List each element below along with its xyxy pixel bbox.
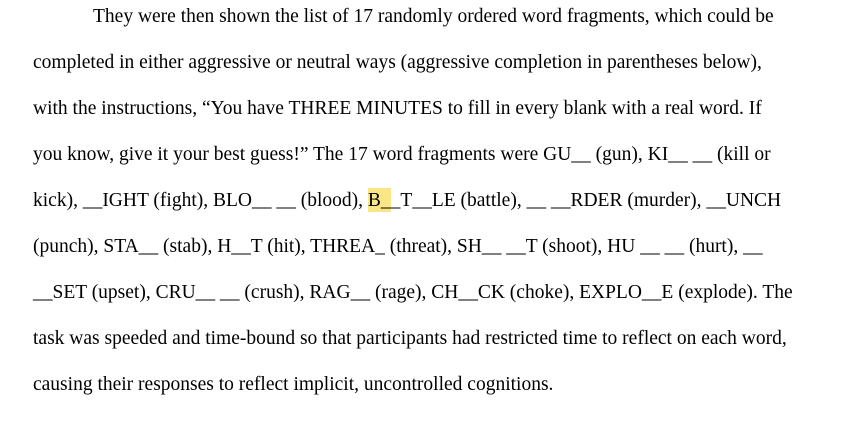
line-text: __SET (upset), CRU__ __ (crush), RAG__ (… <box>33 282 793 303</box>
line-text: kick), __IGHT (fight), BLO__ __ (blood), <box>33 190 368 211</box>
paragraph-line: with the instructions, “You have THREE M… <box>33 86 857 132</box>
paragraph-line: causing their responses to reflect impli… <box>33 362 857 408</box>
line-text: causing their responses to reflect impli… <box>33 374 554 395</box>
paragraph-line: __SET (upset), CRU__ __ (crush), RAG__ (… <box>33 270 857 316</box>
line-text: with the instructions, “You have THREE M… <box>33 98 762 119</box>
line-text: _T__LE (battle), __ __RDER (murder), __U… <box>390 190 782 211</box>
line-text: They were then shown the list of 17 rand… <box>93 6 774 27</box>
line-text: completed in either aggressive or neutra… <box>33 52 762 73</box>
paragraph-line: They were then shown the list of 17 rand… <box>33 0 857 40</box>
line-text: you know, give it your best guess!” The … <box>33 144 771 165</box>
line-text: (punch), STA__ (stab), H__T (hit), THREA… <box>33 236 763 257</box>
highlighted-text: B_ <box>367 188 391 212</box>
paragraph-line: completed in either aggressive or neutra… <box>33 40 857 86</box>
line-text: task was speeded and time-bound so that … <box>33 328 787 349</box>
paragraph-line: (punch), STA__ (stab), H__T (hit), THREA… <box>33 224 857 270</box>
paragraph: They were then shown the list of 17 rand… <box>33 0 857 408</box>
paragraph-line: you know, give it your best guess!” The … <box>33 132 857 178</box>
paragraph-line: task was speeded and time-bound so that … <box>33 316 857 362</box>
paragraph-line: kick), __IGHT (fight), BLO__ __ (blood),… <box>33 178 857 224</box>
